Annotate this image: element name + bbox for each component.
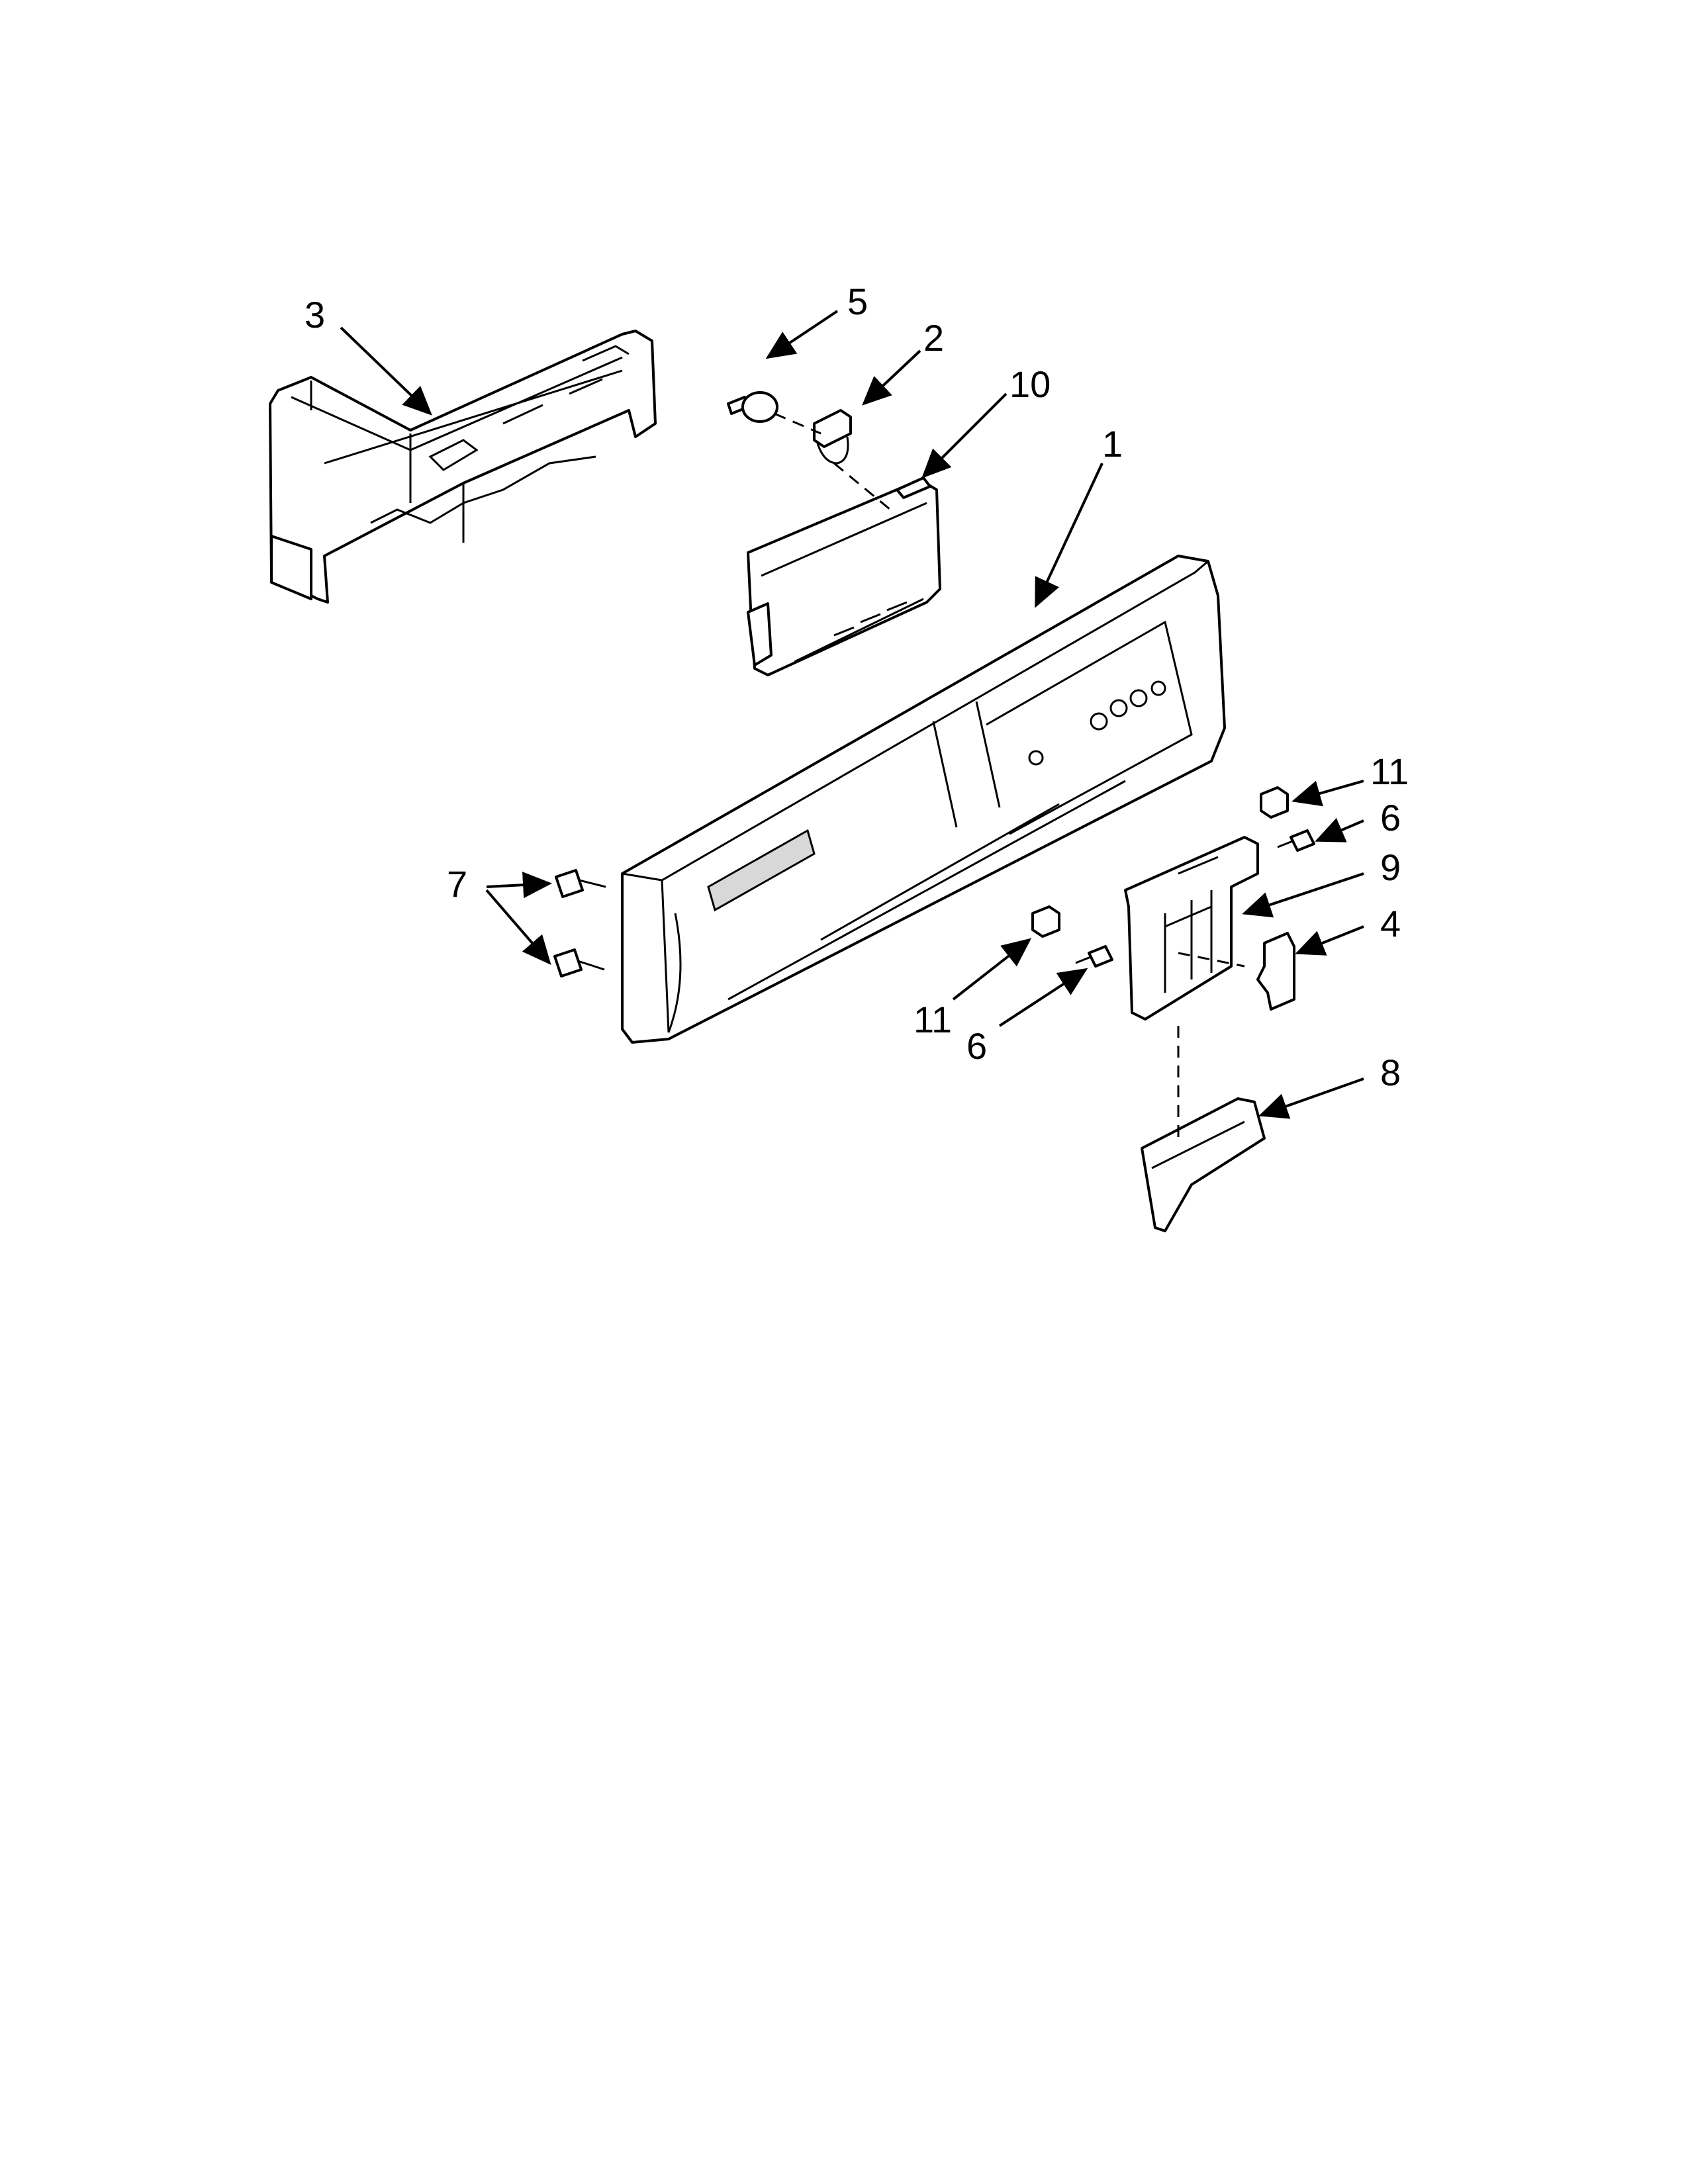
callout-6-lower: 6 [966,1025,987,1067]
callout-5: 5 [847,281,868,322]
assembly-guide-lines [774,412,1245,1145]
part-9-bracket [1124,836,1259,1021]
part-11-clip-lower [1031,905,1060,938]
callout-9: 9 [1380,846,1401,888]
part-1-control-panel [621,555,1226,1044]
part-6-screw-lower [1075,945,1113,968]
callout-6-upper: 6 [1380,797,1401,839]
callout-4: 4 [1380,903,1401,944]
callout-8: 8 [1380,1052,1401,1093]
part-2-clip [813,409,852,465]
callout-labels: 1 2 3 4 5 6 6 7 8 9 10 11 11 [305,281,1409,1093]
part-6-screw-upper [1277,829,1315,852]
callout-3: 3 [305,294,325,336]
part-7-screws [553,869,606,978]
part-11-clip-upper [1260,786,1289,819]
callout-11-upper: 11 [1370,751,1409,792]
part-4-latch [1256,932,1295,1011]
part-8-lower-bracket [1141,1097,1266,1232]
part-3-console-bracket [269,330,657,604]
part-10-control-board [747,477,941,676]
leader-lines [340,310,1364,1119]
callout-10: 10 [1009,363,1051,405]
callout-2: 2 [923,317,944,359]
part-5-sensor [727,391,778,423]
callout-1: 1 [1102,423,1123,465]
callout-7: 7 [447,863,467,905]
callout-11-lower: 11 [914,999,952,1040]
